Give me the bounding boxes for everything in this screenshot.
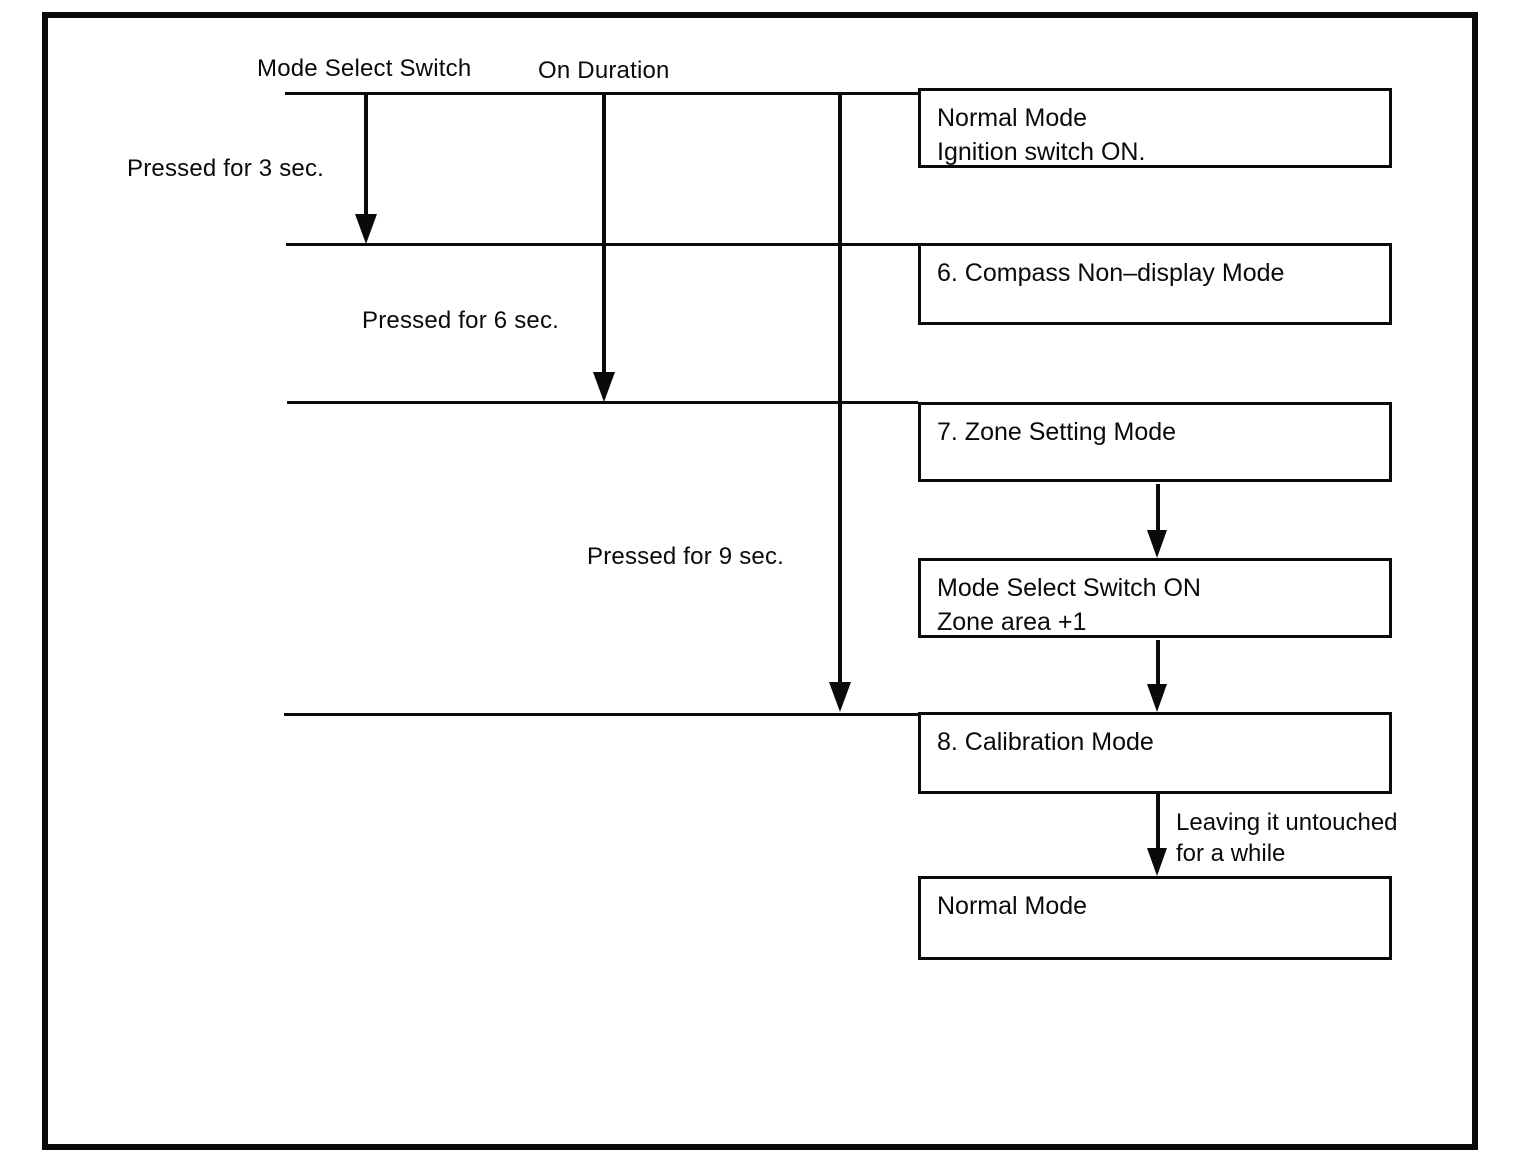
box-zone-setting-line1: 7. Zone Setting Mode — [937, 418, 1177, 446]
box-mode-select-switch-on: Mode Select Switch ON Zone area +1 — [918, 558, 1392, 638]
column-header-on-duration: On Duration — [538, 57, 670, 84]
press-9sec-arrow-head — [829, 682, 851, 712]
leaving-untouched-note-line2: for a while — [1176, 840, 1286, 867]
box-mode-select-switch-on-line1: Mode Select Switch ON — [937, 574, 1201, 602]
calibration-to-normal-arrow-shaft — [1156, 794, 1160, 848]
timeline-rail-6sec — [287, 401, 918, 404]
press-3sec-arrow-head — [355, 214, 377, 244]
press-3sec-label: Pressed for 3 sec. — [127, 155, 325, 182]
page-border-frame — [42, 12, 1478, 1150]
press-3sec-arrow-shaft — [364, 94, 368, 216]
box-compass-non-display-line1: 6. Compass Non–display Mode — [937, 259, 1285, 287]
press-9sec-label: Pressed for 9 sec. — [587, 543, 785, 570]
zone-setting-to-switch-on-arrow-shaft — [1156, 484, 1160, 530]
timeline-rail-9sec — [284, 713, 918, 716]
box-normal-mode-start-line2: Ignition switch ON. — [937, 138, 1146, 166]
press-9sec-arrow-shaft — [838, 94, 842, 684]
calibration-to-normal-arrow-head — [1147, 848, 1167, 876]
switch-on-to-calibration-arrow-head — [1147, 684, 1167, 712]
timeline-rail-top — [285, 92, 918, 95]
box-calibration-line1: 8. Calibration Mode — [937, 728, 1154, 756]
box-zone-setting-mode: 7. Zone Setting Mode — [918, 402, 1392, 482]
zone-setting-to-switch-on-arrow-head — [1147, 530, 1167, 558]
box-normal-mode-start: Normal Mode Ignition switch ON. — [918, 88, 1392, 168]
press-6sec-arrow-shaft — [602, 94, 606, 374]
box-calibration-mode: 8. Calibration Mode — [918, 712, 1392, 794]
switch-on-to-calibration-arrow-shaft — [1156, 640, 1160, 684]
box-mode-select-switch-on-line2: Zone area +1 — [937, 608, 1087, 636]
box-normal-mode-end: Normal Mode — [918, 876, 1392, 960]
press-6sec-arrow-head — [593, 372, 615, 402]
box-compass-non-display-mode: 6. Compass Non–display Mode — [918, 243, 1392, 325]
leaving-untouched-note-line1: Leaving it untouched — [1176, 809, 1398, 836]
box-normal-mode-start-line1: Normal Mode — [937, 104, 1088, 132]
column-header-mode-select-switch: Mode Select Switch — [257, 55, 472, 82]
box-normal-mode-end-line1: Normal Mode — [937, 892, 1088, 920]
press-6sec-label: Pressed for 6 sec. — [362, 307, 560, 334]
